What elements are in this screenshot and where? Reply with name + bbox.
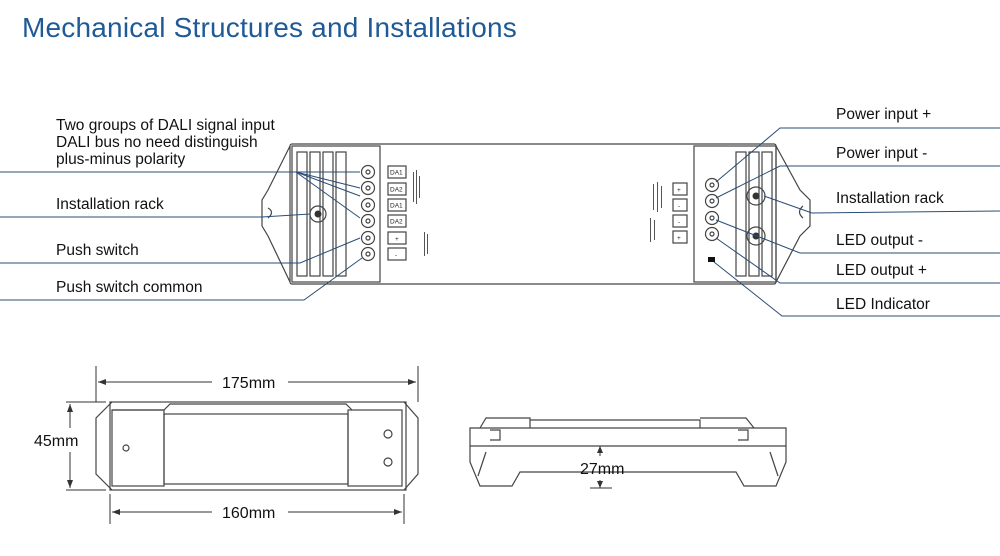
da-label-2: DA2 <box>390 187 403 194</box>
right-term-1: + <box>677 187 681 194</box>
right-rack-screw-bottom <box>746 226 766 246</box>
dim-45-label: 45mm <box>34 433 78 450</box>
bottom-top-view: 175mm 45mm 160mm <box>34 366 419 524</box>
device-top-view: DA1 DA2 DA1 DA2 + - + - - <box>261 143 811 285</box>
right-micro-markings <box>650 182 662 242</box>
push-switch-common-label: Push switch common <box>56 279 202 296</box>
dali-label-line1: Two groups of DALI signal input <box>56 117 276 134</box>
right-terminals <box>704 177 720 242</box>
right-callouts: Power input + Power input - Installation… <box>713 106 1000 317</box>
right-installation-rack-label: Installation rack <box>836 190 944 207</box>
led-output-plus-label: LED output + <box>836 262 927 279</box>
da-terminal-boxes: DA1 DA2 DA1 DA2 + - <box>387 165 407 261</box>
da-label-1: DA1 <box>390 170 403 177</box>
dim-175-label: 175mm <box>222 375 275 392</box>
right-term-3: - <box>678 219 680 226</box>
right-term-2: - <box>678 203 680 210</box>
led-output-minus-label: LED output - <box>836 232 923 249</box>
push-switch-label: Push switch <box>56 242 139 259</box>
push-plus-label: + <box>395 236 399 243</box>
left-micro-markings <box>413 170 428 256</box>
right-end-cap <box>693 145 777 283</box>
da-label-3: DA1 <box>390 203 403 210</box>
dim-160-label: 160mm <box>222 505 275 522</box>
page-title: Mechanical Structures and Installations <box>22 12 517 43</box>
power-input-plus-label: Power input + <box>836 106 931 123</box>
left-installation-rack-label: Installation rack <box>56 196 164 213</box>
power-input-minus-label: Power input - <box>836 145 927 162</box>
da-label-4: DA2 <box>390 219 403 226</box>
dim-27-label: 27mm <box>580 461 624 478</box>
right-terminal-boxes: + - - + <box>672 182 688 244</box>
dali-label-line2: DALI bus no need distinguish <box>56 134 258 151</box>
device-body <box>289 143 777 285</box>
left-mount-ear <box>261 145 291 283</box>
right-term-4: + <box>677 235 681 242</box>
left-callouts: Two groups of DALI signal input DALI bus… <box>0 117 363 301</box>
right-mount-ear <box>775 145 811 283</box>
left-terminals <box>360 164 376 262</box>
push-minus-label: - <box>395 252 397 259</box>
right-cap-fins <box>735 151 773 277</box>
dali-label-line3: plus-minus polarity <box>56 151 185 168</box>
bottom-side-view: 27mm <box>469 417 787 489</box>
led-indicator <box>708 257 715 262</box>
left-end-cap <box>291 145 381 283</box>
led-indicator-label: LED Indicator <box>836 296 930 313</box>
